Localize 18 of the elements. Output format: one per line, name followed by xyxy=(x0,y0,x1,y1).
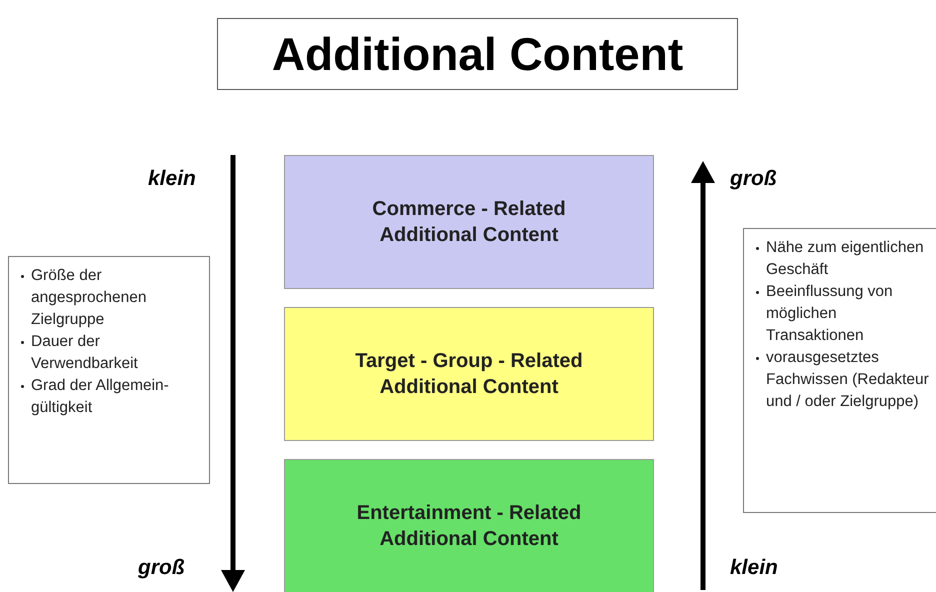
bullet-item: Dauer der Verwendbarkeit xyxy=(21,331,205,375)
note-box xyxy=(743,228,936,513)
note-box xyxy=(8,256,210,484)
category-box xyxy=(284,307,654,441)
category-box xyxy=(284,459,654,592)
category-box xyxy=(284,155,654,289)
category-text: Target - Group - Related Additional Content xyxy=(354,349,584,400)
category-text: Entertainment - Related Additional Content xyxy=(356,501,582,552)
bullet-item: Größe der angesprochenen Zielgruppe xyxy=(21,265,205,331)
scale-label: groß xyxy=(730,167,777,191)
bullet-item: vorausgesetztes Fachwissen (Redakteur und / oder Zielgruppe) xyxy=(756,347,936,413)
category-text: Commerce - Related Additional Content xyxy=(371,197,567,248)
scale-label: groß xyxy=(138,556,185,580)
scale-label: klein xyxy=(148,167,196,191)
bullet-item: Grad der Allgemein-gültigkeit xyxy=(21,375,205,419)
diagram-title: Additional Content xyxy=(217,18,738,90)
bullet-item: Nähe zum eigentlichen Geschäft xyxy=(756,237,936,281)
scale-label: klein xyxy=(730,556,778,580)
